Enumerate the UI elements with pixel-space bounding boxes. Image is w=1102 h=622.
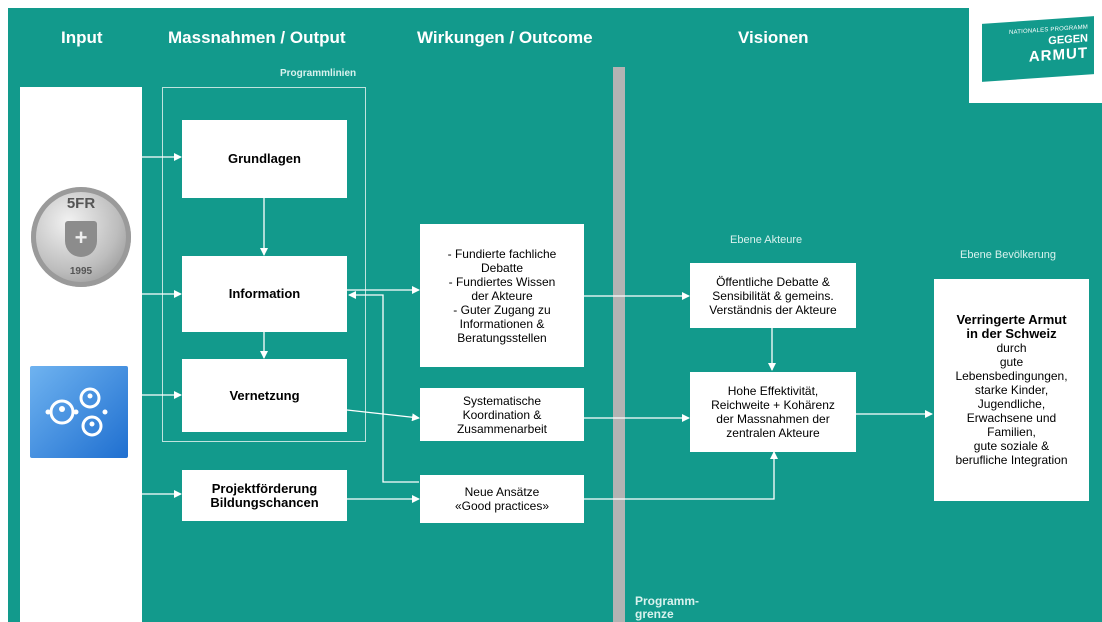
vision-line: Jugendliche, — [977, 397, 1046, 411]
box-outcome-wissen: - Fundierte fachliche Debatte - Fundiert… — [420, 224, 584, 367]
vision-line: gute soziale & — [973, 439, 1050, 453]
programmgrenze-line2: grenze — [635, 607, 674, 621]
outcome3-line: Neue Ansätze — [464, 485, 540, 499]
outcome1-line: der Akteure — [471, 288, 533, 303]
akteure1-line: Öffentliche Debatte & — [716, 274, 830, 289]
outcome1-line: Informationen & — [459, 316, 545, 331]
box-outcome-koordination: Systematische Koordination & Zusammenarb… — [420, 388, 584, 441]
box-vision: Verringerte Armut in der Schweiz durch g… — [934, 279, 1089, 501]
logo: NATIONALES PROGRAMM GEGEN ARMUT — [969, 8, 1102, 103]
gears-icon — [45, 387, 108, 437]
programmgrenze-label: Programm- grenze — [635, 595, 699, 621]
box-akteure-effektivitaet: Hohe Effektivität, Reichweite + Kohärenz… — [690, 372, 856, 452]
vision-line: durch — [996, 341, 1027, 355]
akteure1-line: Sensibilität & gemeins. — [712, 288, 834, 303]
connector-arrows — [142, 153, 933, 503]
akteure2-line: der Massnahmen der — [716, 412, 830, 426]
outcome2-line: Koordination & — [462, 407, 542, 422]
akteure2-line: zentralen Akteure — [726, 426, 820, 440]
vision-title-line2: in der Schweiz — [966, 326, 1057, 341]
programmlinien-frame — [162, 87, 366, 442]
vision-line: Erwachsene und — [966, 411, 1057, 425]
vision-title-line1: Verringerte Armut — [956, 312, 1067, 327]
box-akteure-debatte: Öffentliche Debatte & Sensibilität & gem… — [690, 263, 856, 328]
coin-denomination: 5FR — [66, 195, 96, 212]
outcome3-line: «Good practices» — [454, 499, 550, 513]
vision-line: starke Kinder, — [974, 383, 1049, 397]
network-gears-image — [30, 366, 128, 458]
vision-line: Lebensbedingungen, — [955, 369, 1068, 383]
ebene-akteure-label: Ebene Akteure — [730, 234, 803, 246]
outcome1-line: - Guter Zugang zu — [453, 302, 551, 317]
header-input: Input — [61, 28, 103, 47]
programm-boundary-bar — [613, 67, 625, 622]
input-column: 5FR + 1995 — [20, 87, 142, 622]
box-projektfoerderung: Projektförderung Bildungschancen — [182, 470, 347, 521]
outcome1-line: - Fundiertes Wissen — [448, 274, 556, 289]
outcome2-line: Zusammenarbeit — [456, 421, 548, 436]
outcome1-line: Beratungsstellen — [457, 330, 547, 345]
arrow-outcome3-akteure2 — [584, 451, 778, 500]
akteure2-line: Reichweite + Kohärenz — [711, 398, 835, 412]
akteure1-line: Verständnis der Akteure — [709, 302, 837, 317]
coin-year: 1995 — [69, 266, 93, 277]
programmlinien-label: Programmlinien — [280, 68, 357, 79]
box-vernetzung: Vernetzung — [182, 359, 347, 432]
outcome1-line: Debatte — [480, 260, 524, 275]
vision-line: Familien, — [987, 425, 1036, 439]
ebene-bevoelkerung-label: Ebene Bevölkerung — [960, 249, 1057, 261]
vision-line: berufliche Integration — [955, 453, 1068, 467]
header-massnahmen: Massnahmen / Output — [168, 28, 346, 47]
outcome2-line: Systematische — [462, 393, 542, 408]
coin-image: 5FR + 1995 — [31, 187, 131, 287]
coin-shield: + — [65, 221, 97, 257]
arrow-outcome3-information — [348, 291, 419, 483]
box-outcome-neue-ansaetze: Neue Ansätze «Good practices» — [420, 475, 584, 523]
box-information: Information — [182, 256, 347, 332]
projekt-line2: Bildungschancen — [210, 494, 319, 510]
akteure2-line: Hohe Effektivität, — [727, 384, 819, 398]
vision-line: gute — [999, 355, 1024, 369]
box-grundlagen: Grundlagen — [182, 120, 347, 198]
outcome1-line: - Fundierte fachliche — [447, 246, 557, 261]
header-wirkungen: Wirkungen / Outcome — [417, 28, 593, 47]
programmgrenze-line1: Programm- — [635, 594, 700, 608]
header-visionen: Visionen — [738, 28, 809, 47]
projekt-line1: Projektförderung — [211, 480, 318, 496]
diagram-canvas: Input Massnahmen / Output Wirkungen / Ou… — [8, 8, 1102, 622]
